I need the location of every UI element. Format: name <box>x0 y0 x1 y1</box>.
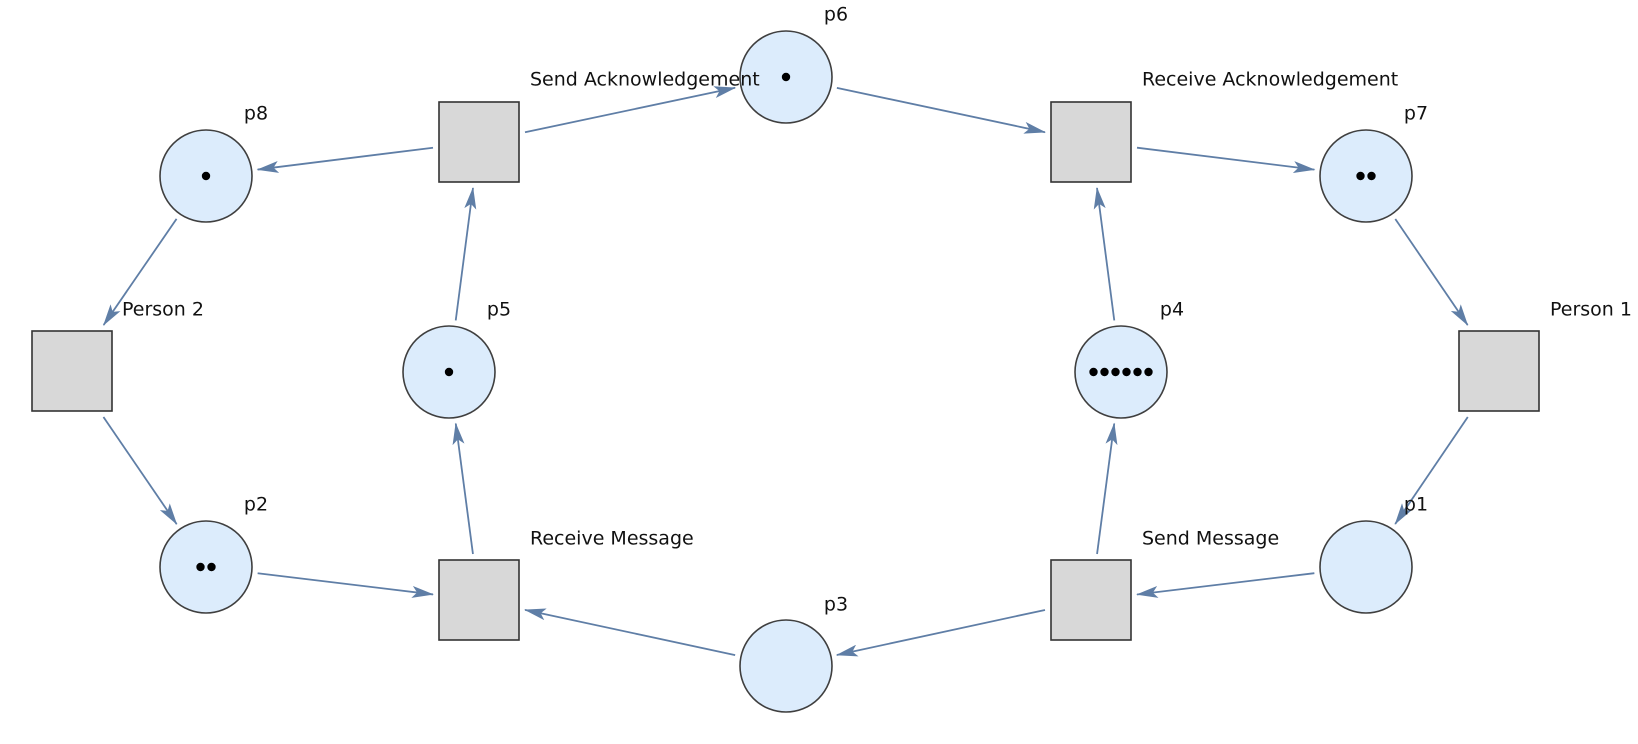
arc-send_ack-to-p6 <box>524 86 737 134</box>
token <box>781 72 791 82</box>
transition-send-message[interactable] <box>1050 559 1132 641</box>
transition-person-2[interactable] <box>31 330 113 412</box>
token <box>1133 367 1142 377</box>
place-label-p4: p4 <box>1160 299 1184 321</box>
arc-receive_message-to-p5 <box>452 422 474 555</box>
transition-label-person-1: Person 1 <box>1550 299 1632 321</box>
place-label-p7: p7 <box>1404 103 1428 125</box>
place-p5[interactable] <box>402 325 496 419</box>
token <box>1367 171 1376 181</box>
token <box>1100 367 1109 377</box>
transition-send-acknowledgement[interactable] <box>438 101 520 183</box>
transition-label-receive-acknowledgement: Receive Acknowledgement <box>1142 69 1398 91</box>
arc-person2-to-p2 <box>102 416 178 525</box>
token <box>207 562 216 572</box>
place-circle[interactable] <box>1319 129 1413 223</box>
transition-person-1[interactable] <box>1458 330 1540 412</box>
token <box>444 367 454 377</box>
place-circle[interactable] <box>739 619 833 713</box>
transition-receive-message[interactable] <box>438 559 520 641</box>
place-p3[interactable] <box>739 619 833 713</box>
arc-send_message-to-p3 <box>835 609 1046 657</box>
token <box>1144 367 1153 377</box>
transition-label-send-acknowledgement: Send Acknowledgement <box>530 69 760 91</box>
arc-p8-to-person2 <box>102 218 178 326</box>
place-p4[interactable] <box>1074 325 1168 419</box>
token <box>1089 367 1098 377</box>
arc-person1-to-p1 <box>1394 416 1469 525</box>
place-p1[interactable] <box>1319 520 1413 614</box>
transition-label-receive-message: Receive Message <box>530 528 694 550</box>
place-label-p3: p3 <box>824 594 848 616</box>
nodes-layer <box>31 30 1540 713</box>
place-p7[interactable] <box>1319 129 1413 223</box>
place-label-p6: p6 <box>824 4 848 26</box>
arc-receive_ack-to-p7 <box>1136 146 1316 173</box>
arcs-layer <box>102 86 1469 657</box>
place-p8[interactable] <box>159 129 253 223</box>
arc-p1-to-send_message <box>1136 572 1315 598</box>
arc-send_ack-to-p8 <box>256 146 434 173</box>
arc-p2-to-receive_message <box>257 572 434 598</box>
token <box>1111 367 1120 377</box>
transition-label-person-2: Person 2 <box>122 299 204 321</box>
place-label-p8: p8 <box>244 103 268 125</box>
token <box>1122 367 1131 377</box>
transition-label-send-message: Send Message <box>1142 528 1279 550</box>
arc-p4-to-receive_ack <box>1093 187 1116 321</box>
place-label-p5: p5 <box>487 299 511 321</box>
place-circle[interactable] <box>159 520 253 614</box>
place-label-p1: p1 <box>1404 494 1428 516</box>
place-label-p2: p2 <box>244 494 268 516</box>
arc-p5-to-send_ack <box>454 187 477 321</box>
place-p2[interactable] <box>159 520 253 614</box>
place-circle[interactable] <box>1319 520 1413 614</box>
arc-p3-to-receive_message <box>524 608 736 656</box>
arc-p7-to-person1 <box>1394 218 1469 326</box>
token <box>1356 171 1365 181</box>
token <box>201 171 211 181</box>
transition-receive-acknowledgement[interactable] <box>1050 101 1132 183</box>
place-circle[interactable] <box>1074 325 1168 419</box>
arc-p6-to-receive_ack <box>836 86 1046 134</box>
place-p6[interactable] <box>739 30 833 124</box>
arc-send_message-to-p4 <box>1096 422 1118 555</box>
token <box>196 562 205 572</box>
